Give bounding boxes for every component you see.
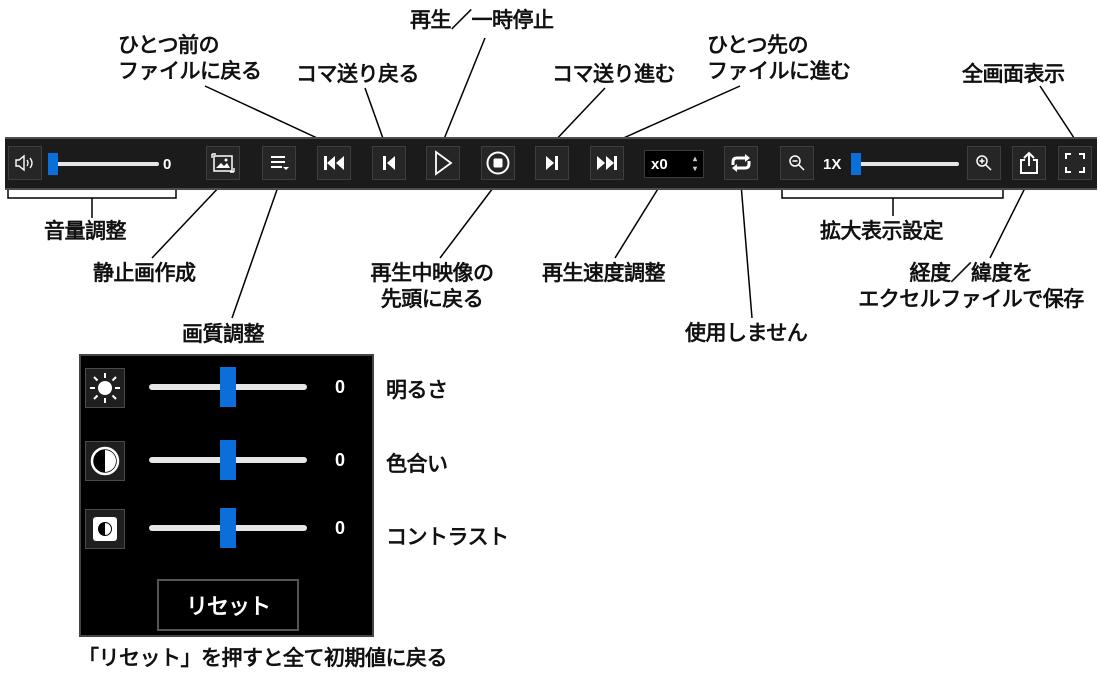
step-forward-icon (546, 156, 558, 170)
stop-icon (486, 151, 510, 175)
volume-value: 0 (163, 156, 172, 173)
zoom-slider-thumb[interactable] (851, 153, 861, 175)
speed-value: x0 (651, 156, 668, 173)
image-quality-button[interactable] (262, 146, 296, 180)
label-volume: 音量調整 (44, 219, 127, 243)
step-back-icon (383, 156, 395, 170)
image-adjust-panel: 0 0 0 リセット (79, 354, 374, 637)
label-next-file: ひとつ先の ファイルに進む (707, 33, 851, 83)
skip-next-icon (597, 156, 617, 170)
snapshot-icon (211, 153, 235, 173)
label-fullscreen: 全画面表示 (962, 62, 1065, 86)
play-pause-button[interactable] (426, 146, 460, 180)
loop-icon (731, 154, 751, 172)
label-export: 経度／緯度を エクセルファイルで保存 (858, 261, 1084, 311)
play-icon (435, 150, 453, 176)
contrast-icon-box (85, 509, 125, 549)
export-button[interactable] (1012, 146, 1046, 180)
fullscreen-button[interactable] (1058, 146, 1092, 180)
speed-spinner[interactable]: x0 ▴▾ (644, 150, 704, 178)
contrast-slider-thumb[interactable] (220, 508, 236, 548)
label-loop: 使用しません (685, 321, 808, 345)
zoom-level-label: 1X (823, 156, 842, 173)
frame-forward-button[interactable] (535, 146, 569, 180)
loop-button[interactable] (724, 146, 758, 180)
zoom-in-button[interactable] (967, 146, 1001, 180)
frame-back-button[interactable] (372, 146, 406, 180)
snapshot-button[interactable] (206, 146, 240, 180)
label-snapshot: 静止画作成 (93, 261, 196, 285)
skip-previous-icon (324, 156, 344, 170)
label-image-quality: 画質調整 (182, 322, 265, 346)
label-zoom: 拡大表示設定 (820, 219, 944, 243)
label-frame-forward: コマ送り進む (552, 62, 676, 86)
share-export-icon (1020, 151, 1038, 174)
zoom-out-button[interactable] (780, 146, 814, 180)
tint-value: 0 (335, 450, 346, 470)
label-stop: 再生中映像の 先頭に戻る (370, 261, 495, 311)
reset-button[interactable]: リセット (157, 579, 299, 631)
fullscreen-icon (1065, 153, 1085, 173)
label-play-pause: 再生／一時停止 (410, 8, 554, 32)
spinner-arrows-icon[interactable]: ▴▾ (692, 154, 697, 173)
brightness-icon (90, 373, 120, 403)
volume-button[interactable] (8, 146, 42, 180)
zoom-out-icon (789, 155, 805, 171)
zoom-in-icon (976, 155, 992, 171)
prev-file-button[interactable] (317, 146, 351, 180)
label-reset-note: 「リセット」を押すと全て初期値に戻る (78, 646, 448, 670)
label-tint: 色合い (386, 452, 448, 476)
zoom-slider-track[interactable] (857, 162, 959, 166)
player-toolbar: 0 (5, 137, 1097, 190)
brightness-icon-box (85, 368, 125, 408)
tint-slider-thumb[interactable] (220, 440, 236, 480)
contrast-square-icon (93, 517, 117, 541)
next-file-button[interactable] (590, 146, 624, 180)
contrast-value: 0 (335, 518, 346, 538)
label-prev-file: ひとつ前の ファイルに戻る (118, 33, 262, 83)
brightness-slider-thumb[interactable] (220, 367, 236, 407)
speaker-icon (15, 154, 33, 172)
label-speed: 再生速度調整 (542, 261, 666, 285)
label-brightness: 明るさ (386, 378, 448, 402)
stop-button[interactable] (481, 146, 515, 180)
contrast-circle-icon (90, 446, 120, 476)
tint-icon-box (85, 441, 125, 481)
label-frame-back: コマ送り戻る (296, 62, 420, 86)
brightness-value: 0 (335, 377, 346, 397)
volume-slider-thumb[interactable] (48, 153, 58, 175)
label-contrast: コントラスト (386, 525, 509, 549)
menu-dropdown-icon (271, 156, 289, 170)
volume-slider-track[interactable] (53, 162, 159, 166)
